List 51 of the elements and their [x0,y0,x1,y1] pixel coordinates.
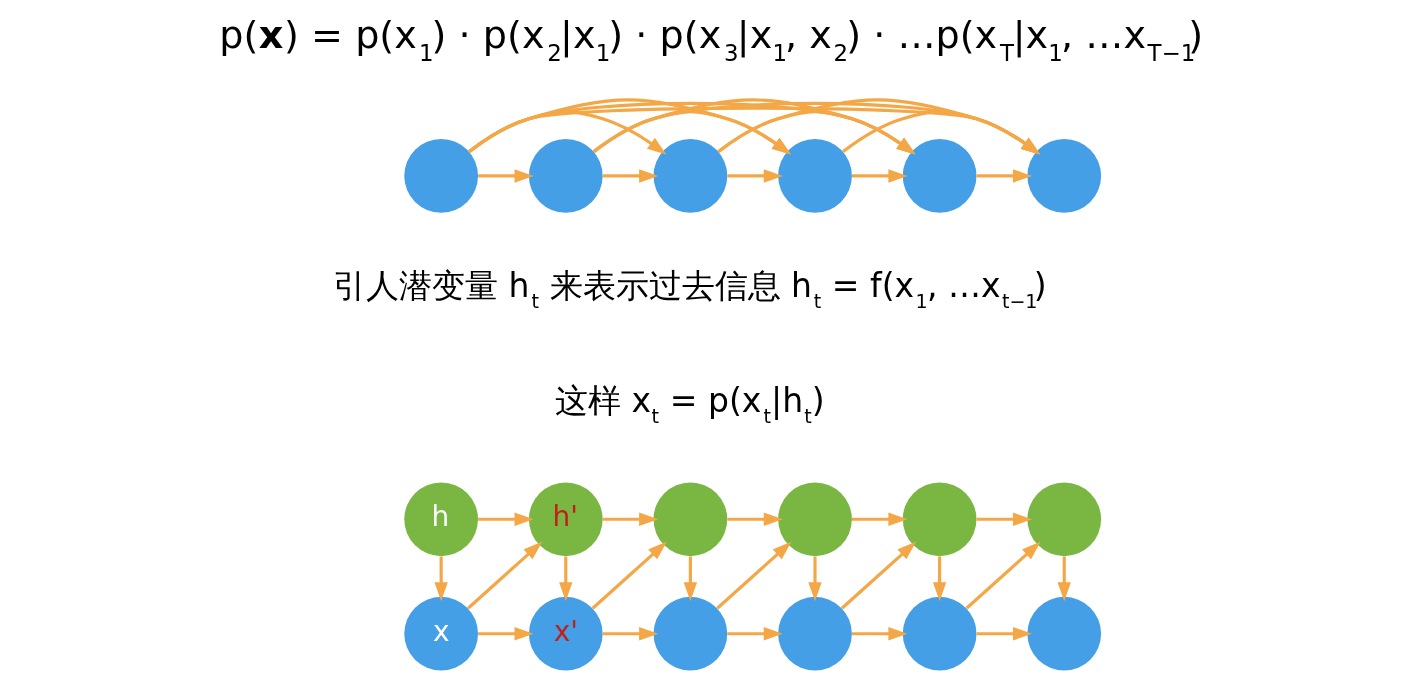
arrow [727,627,783,641]
arrow [808,556,822,602]
arrow [478,169,534,183]
arrow [683,556,698,602]
arrow [478,512,534,526]
arrow [591,541,667,610]
arrow [852,512,908,526]
arrow [716,541,792,610]
label: 引人潜变量 h$_{t}$ 来表示过去信息 h$_{t}$ = f(x$_{1}$, …x$_{t−1}$) [333,266,1047,313]
arrow [976,627,1033,641]
node-circle: h' [528,482,603,557]
node-circle [653,596,728,671]
arrow [727,169,783,183]
node-circle [1027,139,1102,213]
arrow [478,627,534,641]
node-circle: x [404,596,479,671]
node-circle [778,139,852,213]
arrow [976,512,1033,526]
arrow [602,627,659,641]
node-circle [902,482,977,557]
node-circle [653,139,728,213]
node-circle [778,482,852,557]
arrow [602,169,659,183]
arrow [717,98,1041,155]
node-circle [404,139,479,213]
arrow [965,541,1041,610]
arrow [1057,556,1071,602]
node-circle [902,139,977,213]
arrow [840,541,917,610]
arrow [727,512,783,526]
arrow [852,169,908,183]
node-circle: x' [528,596,603,671]
arrow [841,110,1041,155]
arrow [976,169,1033,183]
arrow [467,541,543,610]
arrow [932,556,947,602]
arrow [592,101,1041,155]
node-circle [1027,596,1102,671]
diagram-title: p(x) = p(x$_{1}$) · p(x$_{2}$|x$_{1}$) · p(x$_{3}$|x$_{1}$, x$_{2}$) · …p(x$_{T}$|x$_{1}$, …x$_{T−1}$) [219,12,1204,66]
arrow [559,556,573,602]
node-circle [528,139,603,213]
arrow [852,627,908,641]
arrow [468,106,1041,155]
node-circle [1027,482,1102,557]
node-circle [902,596,977,671]
arrow [434,556,448,602]
label: 这样 x$_{t}$ = p(x$_{t}$|h$_{t}$) [554,380,825,427]
node-circle [778,596,852,671]
node-circle [653,482,728,557]
arrow [602,512,659,526]
node-circle: h [404,482,479,557]
